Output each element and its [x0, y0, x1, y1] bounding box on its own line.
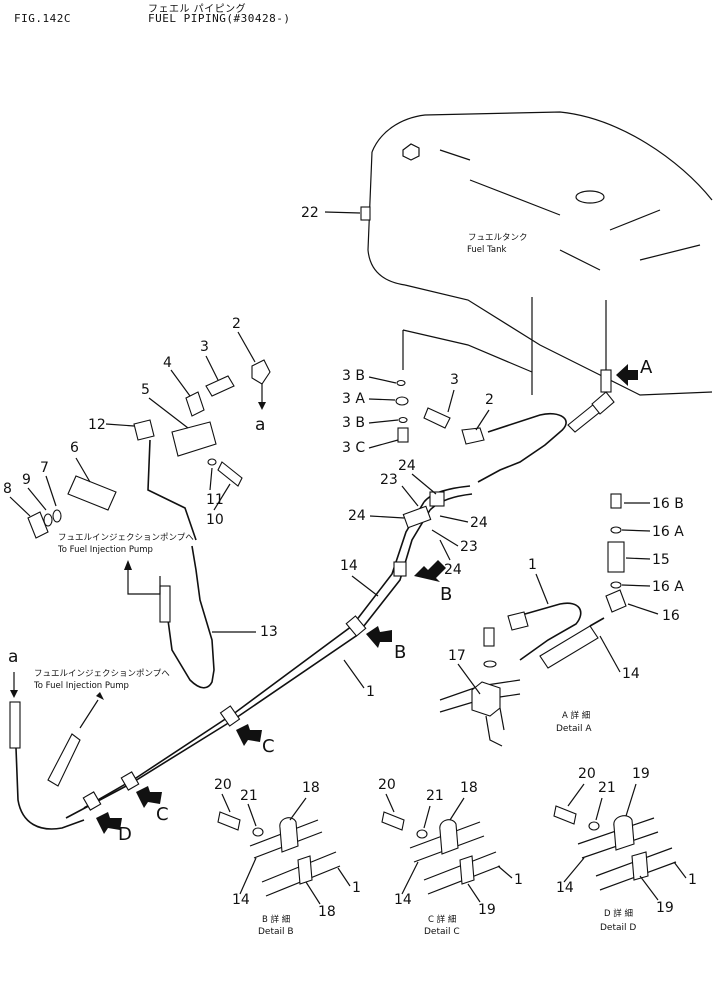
detailD-callout-21: 21 [598, 780, 616, 796]
view-label-C-lower: C [156, 804, 169, 825]
callout-24-left: 24 [348, 508, 366, 524]
callout-4: 4 [163, 355, 172, 371]
detailD-callout-1: 1 [688, 872, 697, 888]
callout-17: 17 [448, 648, 466, 664]
pump-note-1: To Fuel Injection Pump [57, 545, 153, 555]
figure-title: FUEL PIPING(#30428-) [148, 12, 291, 25]
detailC-callout-18: 18 [460, 780, 478, 796]
fuel-tank-label: Fuel Tank [467, 245, 506, 255]
detailC-callout-1: 1 [514, 872, 523, 888]
view-arrow-C-upper [236, 724, 262, 746]
callout-2: 2 [232, 316, 241, 332]
callout-3B-top: 3 B [342, 368, 365, 384]
callout-16: 16 [662, 608, 680, 624]
callout-11: 11 [206, 492, 224, 508]
callout-24-bottom: 24 [444, 562, 462, 578]
callout-3-tank: 3 [450, 372, 459, 388]
detailD-callout-19-bottom: 19 [656, 900, 674, 916]
detail-B-caption: Detail B [258, 927, 294, 937]
fuel-tank [367, 111, 713, 396]
callout-15: 15 [652, 552, 670, 568]
detailB-callout-20: 20 [214, 777, 232, 793]
callout-5: 5 [141, 382, 150, 398]
detailB-callout-14: 14 [232, 892, 250, 908]
view-label-D: D [118, 824, 132, 845]
detail-A [439, 493, 627, 747]
detail-C [381, 811, 501, 895]
callout-22: 22 [301, 205, 319, 221]
detailB-callout-18-top: 18 [302, 780, 320, 796]
detail-B-caption-jp: B 詳 細 [262, 914, 290, 925]
callout-12: 12 [88, 417, 106, 433]
detail-D-caption: Detail D [600, 923, 636, 933]
callout-24-top: 24 [398, 458, 416, 474]
detail-A-caption-jp: A 詳 細 [562, 710, 590, 721]
hose-end-left [9, 701, 21, 749]
detailC-callout-21: 21 [426, 788, 444, 804]
view-label-B-upper: B [440, 584, 452, 605]
callout-14-detailA: 14 [622, 666, 640, 682]
title-japanese: フェエル パイピング [148, 4, 247, 15]
detail-C-caption: Detail C [424, 927, 460, 937]
callout-7: 7 [40, 460, 49, 476]
ref-a-left: a [8, 647, 18, 667]
detail-A-caption: Detail A [556, 724, 592, 734]
callout-3C: 3 C [342, 440, 365, 456]
tank-fittings [395, 369, 615, 483]
detailB-callout-21: 21 [240, 788, 258, 804]
fuel-tank-label-jp: フュエルタンク [468, 233, 528, 243]
detail-D-caption-jp: D 詳 細 [604, 908, 633, 919]
callout-13: 13 [260, 624, 278, 640]
view-arrow-C-lower [136, 786, 162, 808]
view-arrow-B-lower [366, 626, 392, 648]
detailB-callout-18-bottom: 18 [318, 904, 336, 920]
callout-1-detailA: 1 [528, 557, 537, 573]
detailC-callout-20: 20 [378, 777, 396, 793]
ref-a-top: a [255, 415, 265, 435]
view-arrow-A [616, 364, 638, 386]
callout-16A-top: 16 A [652, 524, 684, 540]
callout-8: 8 [3, 481, 12, 497]
main-pipes [65, 485, 473, 819]
detailC-callout-19: 19 [478, 902, 496, 918]
callout-9: 9 [22, 472, 31, 488]
detailD-callout-19-top: 19 [632, 766, 650, 782]
view-label-C-upper: C [262, 736, 275, 757]
callout-3A: 3 A [342, 391, 365, 407]
callout-1: 1 [366, 684, 375, 700]
detail-D [553, 805, 677, 891]
view-label-B-lower: B [394, 642, 406, 663]
callout-14: 14 [340, 558, 358, 574]
detailD-callout-20: 20 [578, 766, 596, 782]
callout-16B: 16 B [652, 496, 684, 512]
view-arrow-D [96, 812, 122, 834]
callout-2-tank: 2 [485, 392, 494, 408]
callout-10: 10 [206, 512, 224, 528]
callout-23-top: 23 [380, 472, 398, 488]
detailB-callout-1: 1 [352, 880, 361, 896]
callout-16A-bottom: 16 A [652, 579, 684, 595]
detail-B [217, 811, 341, 897]
detail-C-caption-jp: C 詳 細 [428, 914, 456, 925]
callout-6: 6 [70, 440, 79, 456]
figure-number: FIG.142C [14, 12, 71, 25]
pump-note-2-jp: フュエルインジェクションポンプへ [34, 669, 170, 679]
detailC-callout-14: 14 [394, 892, 412, 908]
pump-note-2: To Fuel Injection Pump [33, 681, 129, 691]
filter-assembly [27, 359, 271, 689]
drain-plug-part [360, 206, 371, 221]
callout-24-right: 24 [470, 515, 488, 531]
view-arrow-B-upper [414, 560, 446, 582]
callout-3B-bottom: 3 B [342, 415, 365, 431]
view-label-A: A [640, 357, 653, 378]
pump-note-1-jp: フュエルインジェクションポンプへ [58, 533, 194, 543]
callout-3: 3 [200, 339, 209, 355]
detailD-callout-14: 14 [556, 880, 574, 896]
callout-23-bottom: 23 [460, 539, 478, 555]
